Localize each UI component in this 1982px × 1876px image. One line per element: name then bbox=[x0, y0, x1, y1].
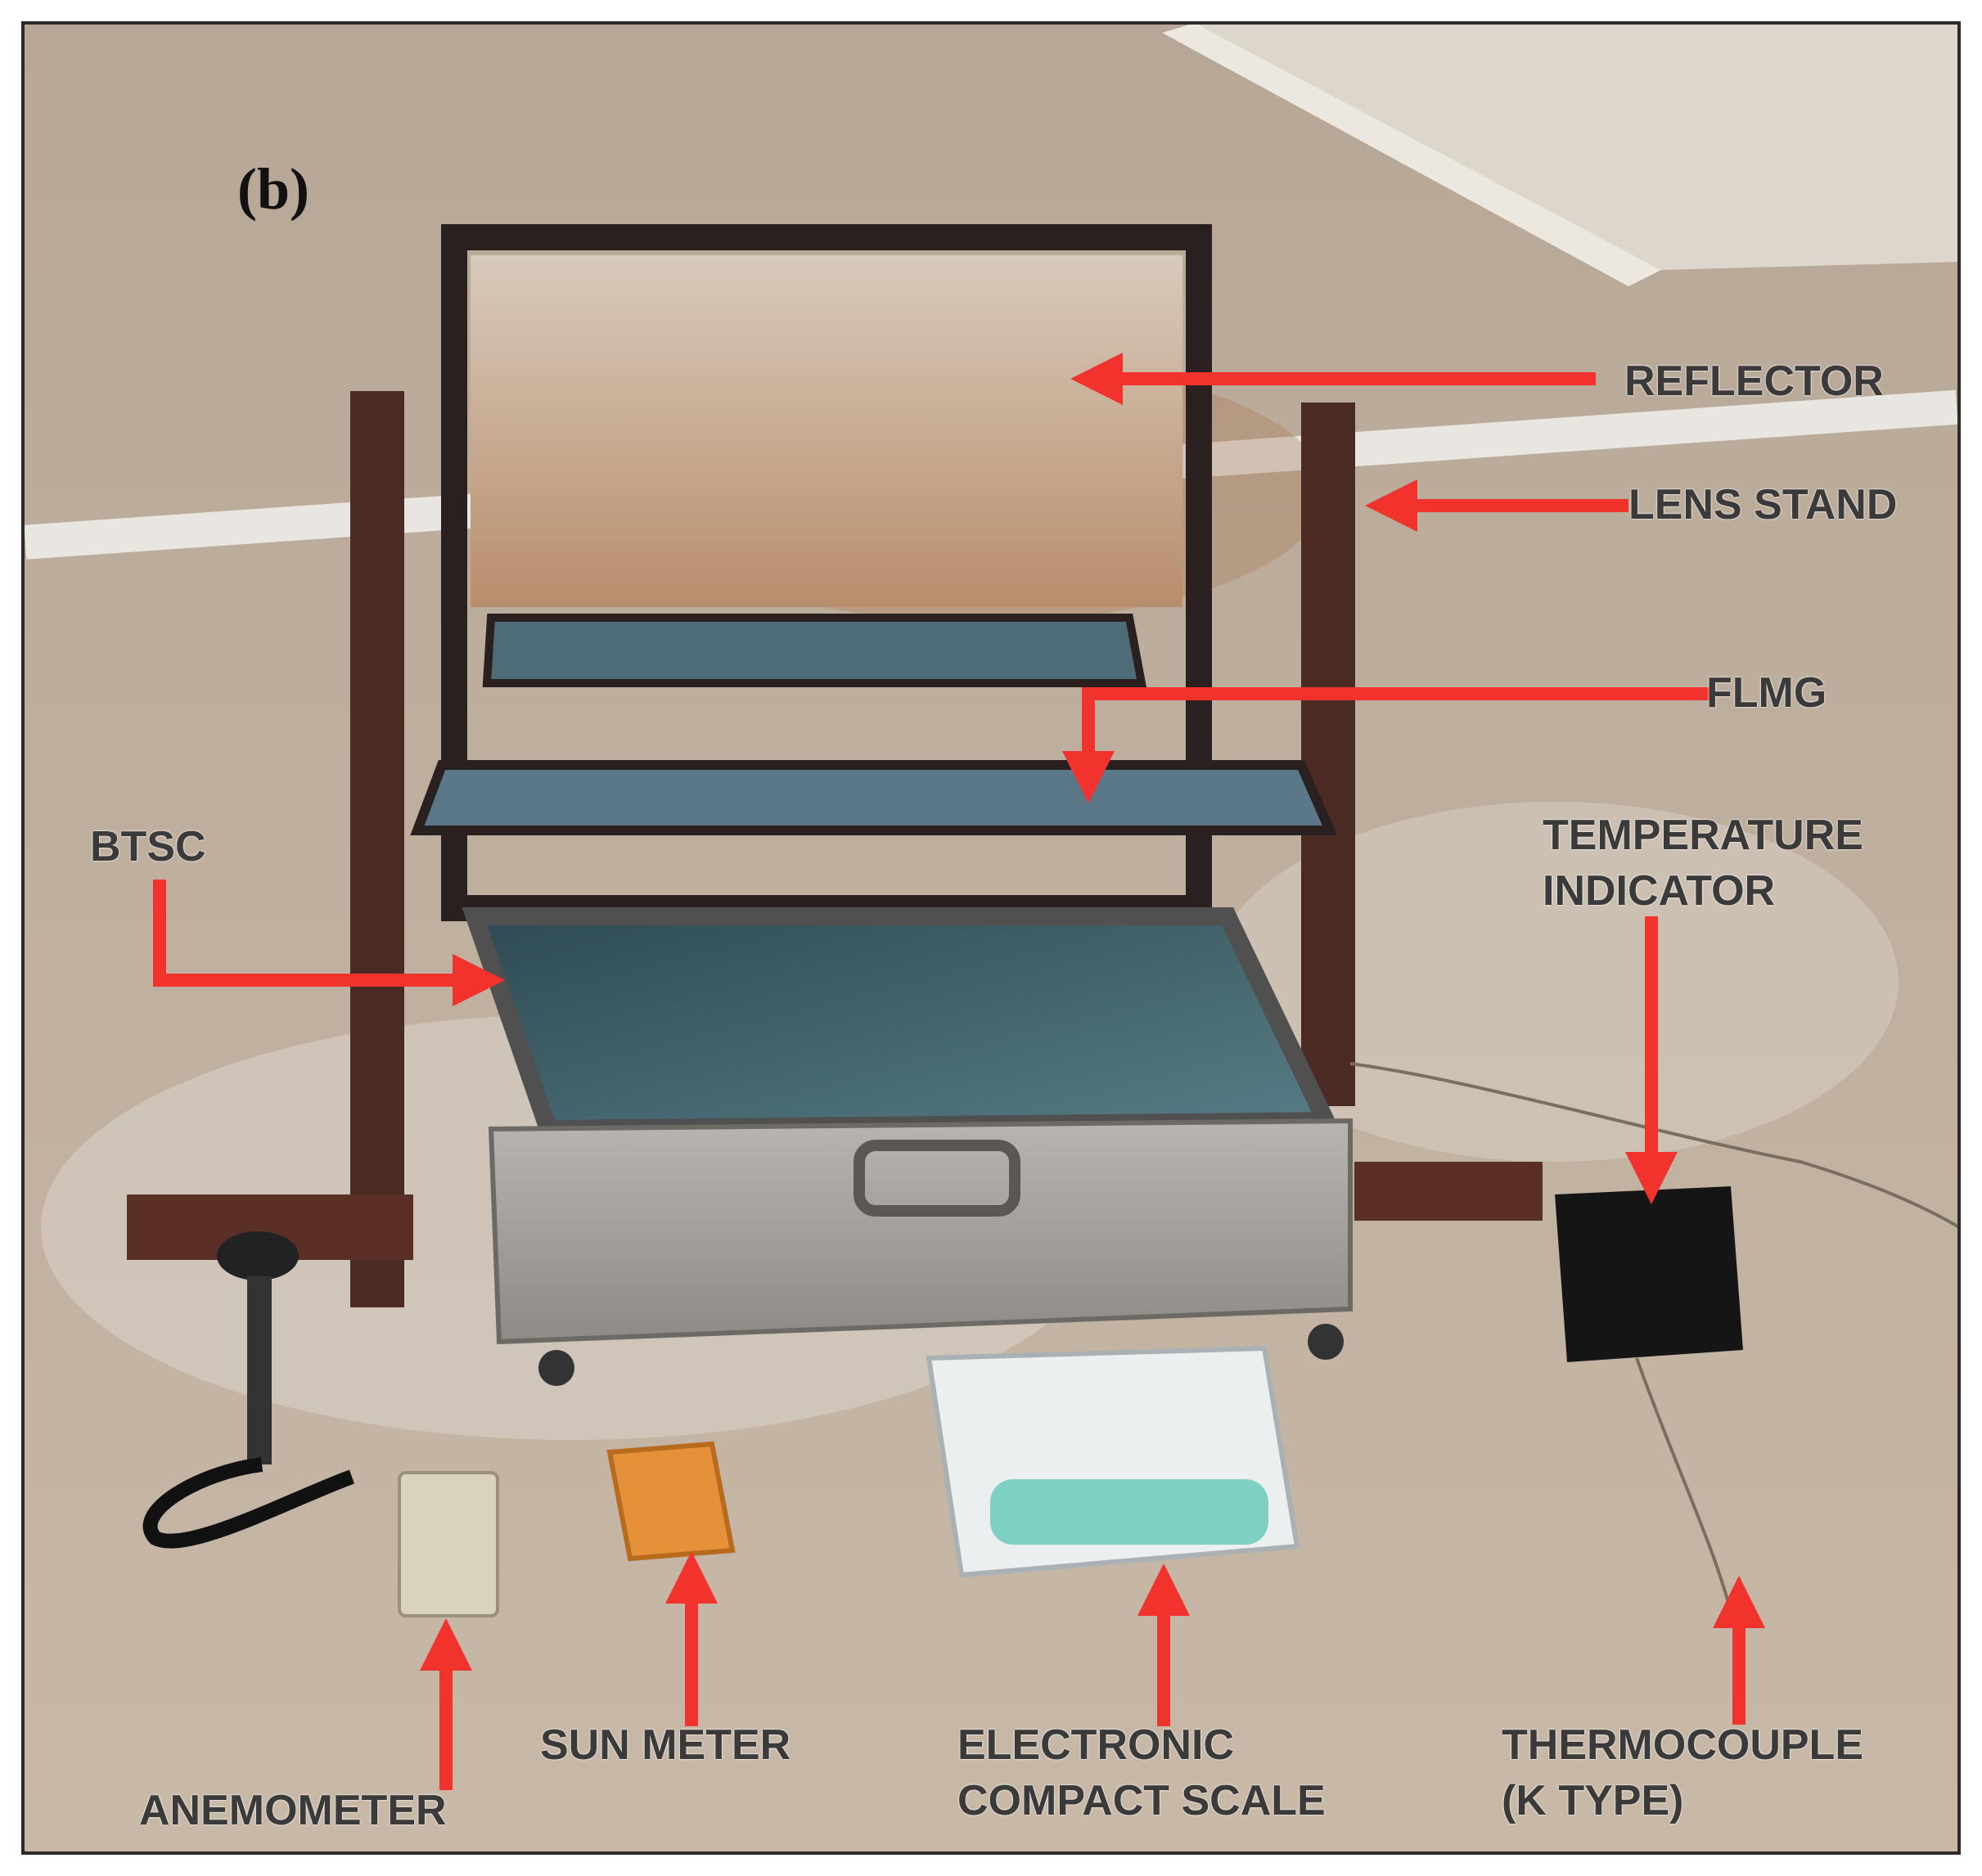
roof-parapet bbox=[1195, 23, 1959, 270]
arrow-flmg bbox=[1062, 687, 1710, 803]
reflector-mirror bbox=[471, 255, 1182, 607]
label-electronic-compact-scale-line2: COMPACT SCALE bbox=[957, 1776, 1326, 1824]
panel-label: (b) bbox=[237, 156, 309, 222]
label-arrows bbox=[153, 353, 1765, 1790]
label-lens-stand: LENS STAND bbox=[1628, 481, 1898, 529]
label-anemometer: ANEMOMETER bbox=[139, 1787, 447, 1834]
sun-meter-device bbox=[606, 1441, 736, 1562]
label-reflector: REFLECTOR bbox=[1624, 358, 1884, 405]
anemometer-shaft bbox=[247, 1276, 272, 1464]
photo-border bbox=[21, 21, 1961, 1855]
anemometer-cup bbox=[217, 1231, 299, 1280]
label-electronic-compact-scale-line1: ELECTRONIC bbox=[957, 1721, 1234, 1769]
label-btsc: BTSC bbox=[90, 823, 206, 871]
label-temperature-indicator-line2: INDICATOR bbox=[1543, 866, 1776, 915]
cooker-box bbox=[488, 1118, 1353, 1345]
label-temperature-indicator: TEMPERATURE INDICATOR bbox=[1543, 808, 1863, 919]
wheel-left bbox=[538, 1350, 574, 1386]
label-electronic-compact-scale: ELECTRONIC COMPACT SCALE bbox=[957, 1718, 1326, 1829]
stand-base-right bbox=[1354, 1162, 1543, 1221]
label-thermocouple-line1: THERMOCOUPLE bbox=[1502, 1721, 1863, 1769]
label-flmg: FLMG bbox=[1706, 669, 1827, 717]
label-sun-meter: SUN METER bbox=[540, 1721, 791, 1769]
anemometer-cable bbox=[142, 1457, 355, 1549]
flmg-upper bbox=[482, 614, 1147, 687]
lens-stand-right bbox=[1301, 403, 1355, 1106]
label-thermocouple-line2: (K TYPE) bbox=[1502, 1776, 1684, 1824]
roof-edge bbox=[1162, 23, 1661, 286]
arrow-btsc bbox=[153, 880, 505, 1006]
label-thermocouple: THERMOCOUPLE (K TYPE) bbox=[1502, 1718, 1863, 1829]
lens-stand-left bbox=[350, 391, 404, 1307]
cooker-handle bbox=[854, 1140, 1020, 1217]
light-patch bbox=[1211, 802, 1899, 1162]
temperature-indicator-device bbox=[1555, 1186, 1743, 1362]
scale-panel bbox=[990, 1479, 1268, 1545]
label-temperature-indicator-line1: TEMPERATURE bbox=[1543, 812, 1863, 859]
anemometer-reader bbox=[398, 1471, 499, 1617]
wheel-right bbox=[1308, 1324, 1344, 1360]
